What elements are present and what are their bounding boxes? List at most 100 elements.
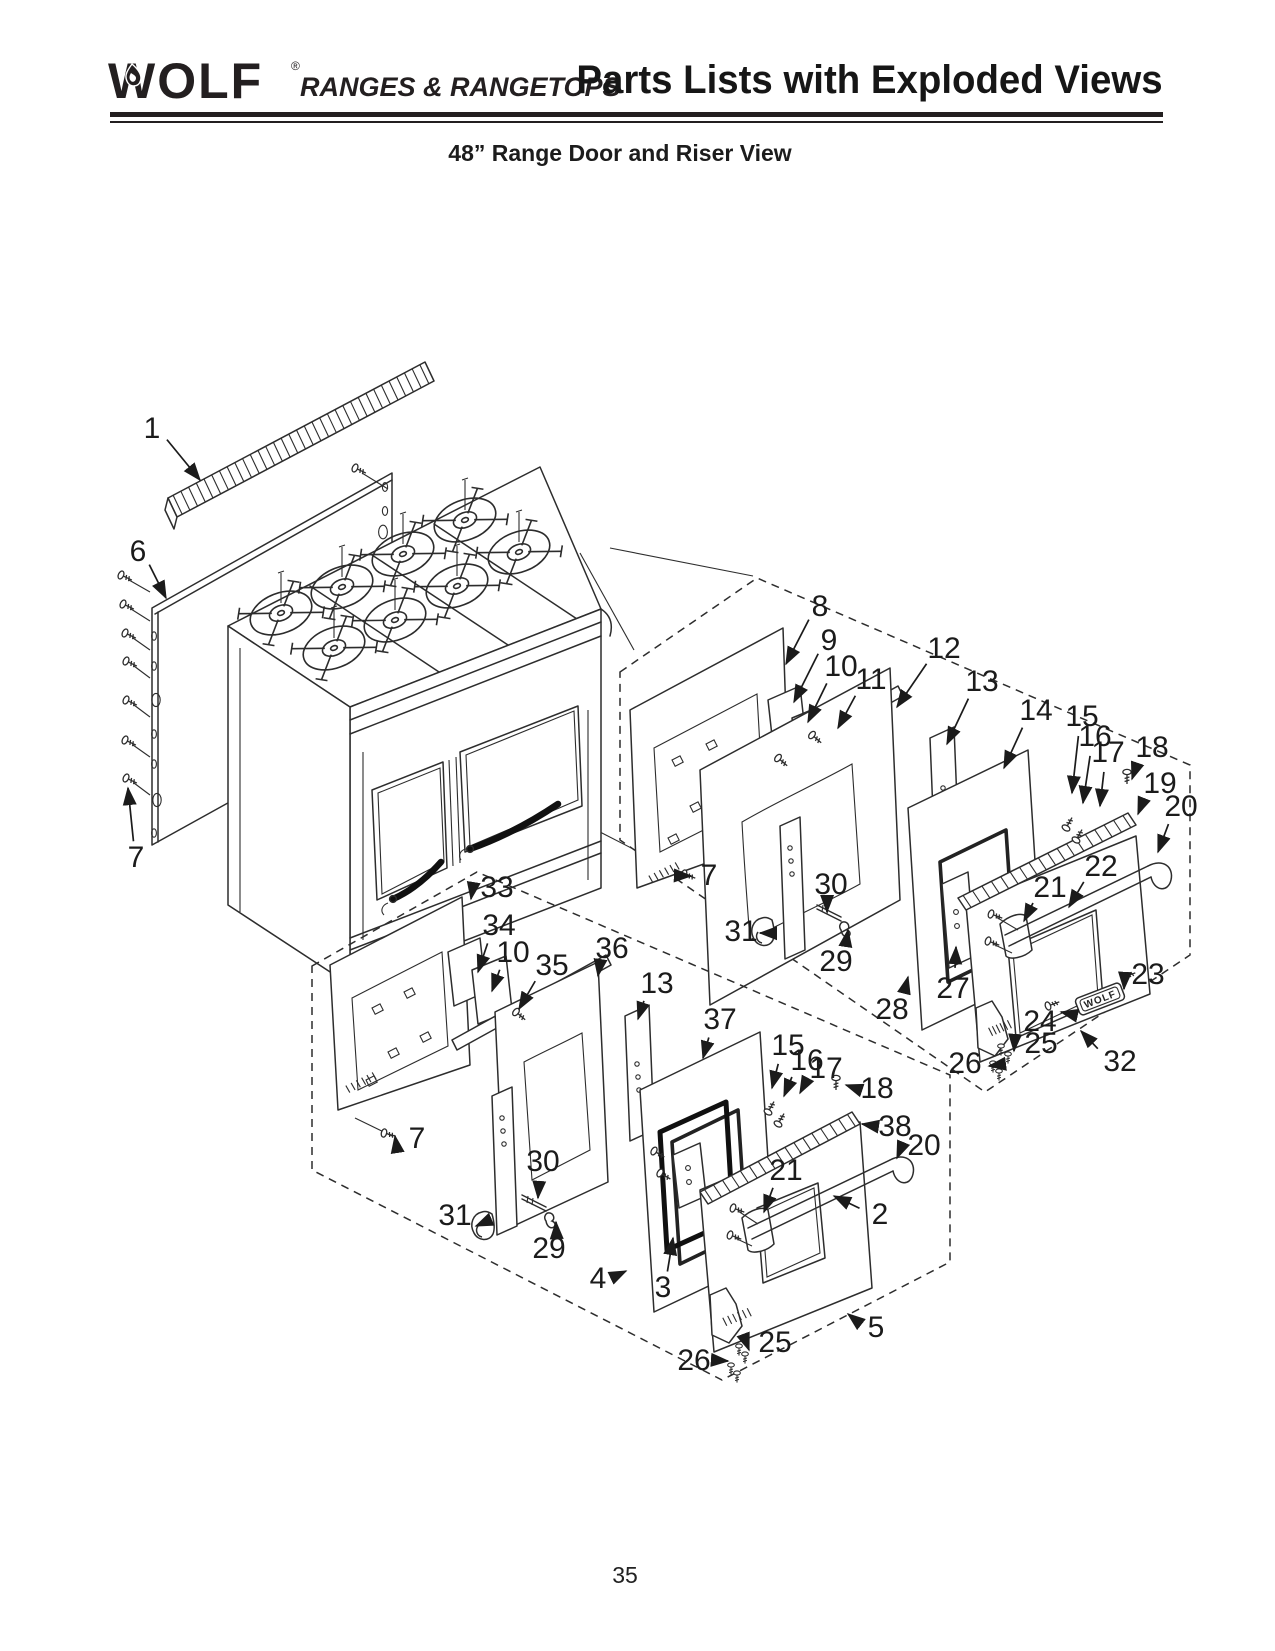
- right-oven-opening: [459, 705, 583, 853]
- callout-leader: [607, 1270, 628, 1285]
- upper-assembly-boundary: [619, 577, 1191, 1093]
- callout-leader: [593, 958, 608, 978]
- callout-label: 23: [1131, 958, 1164, 991]
- callout-label: 7: [409, 1122, 426, 1155]
- hinge-channel: [779, 816, 806, 960]
- callout-leader: [1079, 1029, 1099, 1050]
- callout-leader: [1130, 760, 1145, 781]
- callout-label: 37: [703, 1003, 736, 1036]
- registered-mark: ®: [291, 59, 300, 73]
- callout-leader: [838, 928, 853, 949]
- screw-icon: [995, 1068, 1003, 1082]
- burner-grate: [468, 509, 570, 595]
- callout-label: 19: [1143, 767, 1176, 800]
- callout-label: 20: [907, 1129, 940, 1162]
- callout-leader: [946, 698, 970, 746]
- callout-label: 17: [809, 1052, 842, 1085]
- lower-assembly-boundary: [311, 871, 951, 1381]
- screw-icon: [379, 1127, 398, 1141]
- callout-leader: [793, 653, 819, 704]
- callout-leader: [476, 943, 491, 974]
- callout-label: 3: [655, 1271, 672, 1304]
- callout-label: 10: [496, 936, 529, 969]
- wolf-logo-graphic: WOLF ®: [108, 53, 300, 109]
- burner-grate: [352, 511, 454, 597]
- page-number: 35: [612, 1562, 638, 1588]
- callout-leader: [897, 975, 911, 996]
- burner-grate: [291, 544, 393, 630]
- callout-label: 29: [532, 1232, 565, 1265]
- callout-label: 32: [1103, 1045, 1136, 1078]
- screw-icon: [1004, 1051, 1012, 1065]
- callout-label: 22: [1084, 850, 1117, 883]
- callout-leader: [122, 786, 137, 842]
- upper-door-assembly: WOLF: [629, 627, 1173, 1063]
- callout-label: 16: [1078, 720, 1111, 753]
- callout-leader: [769, 1063, 784, 1090]
- callout-leader: [1066, 735, 1081, 795]
- callout-leader: [896, 663, 928, 709]
- callout-label: 8: [812, 590, 829, 623]
- door-foot: [975, 1000, 1009, 1057]
- callout-label: 13: [640, 967, 673, 1000]
- door-foot: [709, 1287, 743, 1344]
- left-oven-opening: [371, 761, 448, 901]
- callout-leader: [860, 1119, 881, 1134]
- callout-label: 6: [130, 535, 147, 568]
- header-rule-thick: [110, 112, 1163, 117]
- callout-leader: [148, 564, 167, 600]
- page-title: Parts Lists with Exploded Views: [576, 58, 1163, 102]
- callout-leader: [1023, 902, 1038, 923]
- callout-leader: [474, 1212, 495, 1227]
- callout-label: 26: [948, 1047, 981, 1080]
- callout-leader: [807, 682, 828, 724]
- header-rule-thin: [110, 121, 1163, 123]
- callout-label: 5: [868, 1311, 885, 1344]
- callout-label: 17: [1091, 736, 1124, 769]
- callout-label: 25: [1024, 1027, 1057, 1060]
- callout-label: 18: [860, 1072, 893, 1105]
- callout-label: 21: [769, 1154, 802, 1187]
- burner-grate: [230, 570, 332, 656]
- screw-icon: [1060, 814, 1077, 834]
- callout-leader: [636, 1000, 650, 1021]
- hinge-channel: [491, 1086, 518, 1236]
- callout-label: 10: [824, 650, 857, 683]
- callout-label: 15: [771, 1029, 804, 1062]
- burner-grate: [344, 577, 446, 663]
- callout-label: 7: [701, 859, 718, 892]
- callout-label: 18: [1135, 731, 1168, 764]
- callout-leader: [844, 1083, 865, 1098]
- callout-label: 11: [855, 663, 886, 696]
- brand-tagline: RANGES & RANGETOPS: [300, 72, 621, 102]
- screw-icon: [772, 1110, 789, 1130]
- callout-leader: [948, 945, 963, 968]
- callout-leader: [700, 1037, 715, 1060]
- callout-leader: [663, 1236, 678, 1272]
- callout-label: 2: [872, 1198, 889, 1231]
- vent-grille: [957, 812, 1137, 911]
- callout-label: 1: [144, 412, 161, 445]
- callout-label: 35: [535, 949, 568, 982]
- callout-label: 33: [480, 871, 513, 904]
- callout-label: 30: [814, 868, 847, 901]
- callout-leader: [532, 1180, 547, 1200]
- right-hinge-spring: [466, 800, 562, 853]
- callout-leader: [1059, 1008, 1080, 1023]
- callout-label: 34: [482, 909, 515, 942]
- callout-label: 31: [438, 1199, 471, 1232]
- callout-label: 25: [758, 1326, 791, 1359]
- callout-label: 30: [526, 1145, 559, 1178]
- callout-label: 38: [878, 1110, 911, 1143]
- diagram-title: 48” Range Door and Riser View: [448, 140, 792, 166]
- callout-label: 4: [590, 1262, 607, 1295]
- callout-leader: [799, 1074, 815, 1095]
- screw-icon: [733, 1370, 741, 1384]
- callout-leader: [1137, 795, 1151, 816]
- callout-label: 7: [128, 841, 145, 874]
- callout-leader: [846, 1313, 866, 1331]
- callout-leader: [832, 1195, 860, 1210]
